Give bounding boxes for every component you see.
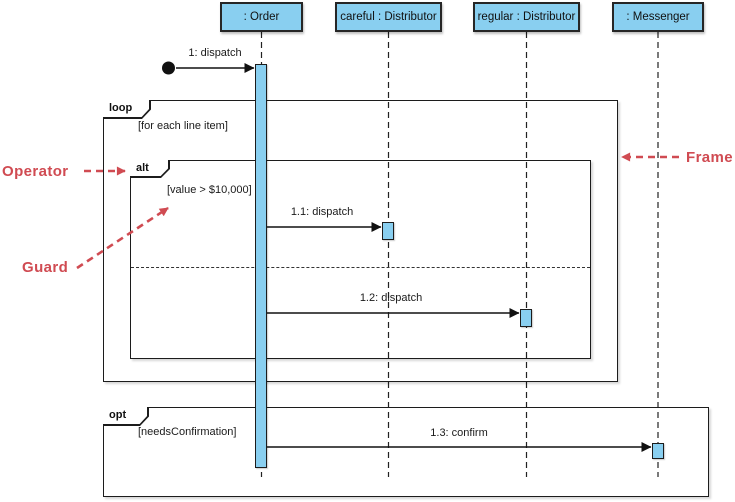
loop-operator-pentagon: loop	[103, 100, 151, 119]
alt-fragment-frame: alt	[130, 160, 591, 359]
loop-fragment-frame: loop	[103, 100, 618, 382]
lifeline-head-order: : Order	[220, 2, 303, 32]
lifeline-head-messenger: : Messenger	[612, 2, 704, 32]
loop-operator-label: loop	[103, 100, 149, 117]
alt-operator-pentagon: alt	[130, 160, 170, 178]
lifeline-name-order: : Order	[243, 11, 280, 23]
opt-fragment-frame: opt	[103, 407, 709, 497]
lifeline-head-careful-distributor: careful : Distributor	[335, 2, 442, 32]
alt-operator-label: alt	[130, 160, 168, 176]
lifeline-head-regular-distributor: regular : Distributor	[473, 2, 580, 32]
found-message-endpoint	[162, 61, 175, 75]
opt-operator-label: opt	[103, 407, 147, 424]
lifeline-name-careful-distributor: careful : Distributor	[340, 11, 437, 23]
activation-careful-distributor	[382, 222, 394, 240]
activation-messenger	[652, 443, 664, 459]
opt-operator-pentagon: opt	[103, 407, 149, 426]
activation-order	[255, 64, 267, 468]
lifeline-name-regular-distributor: regular : Distributor	[477, 11, 576, 23]
lifeline-name-messenger: : Messenger	[626, 11, 690, 23]
alt-separator-line	[131, 267, 590, 268]
annotation-guard-arrow	[76, 206, 169, 270]
activation-regular-distributor	[520, 309, 532, 327]
